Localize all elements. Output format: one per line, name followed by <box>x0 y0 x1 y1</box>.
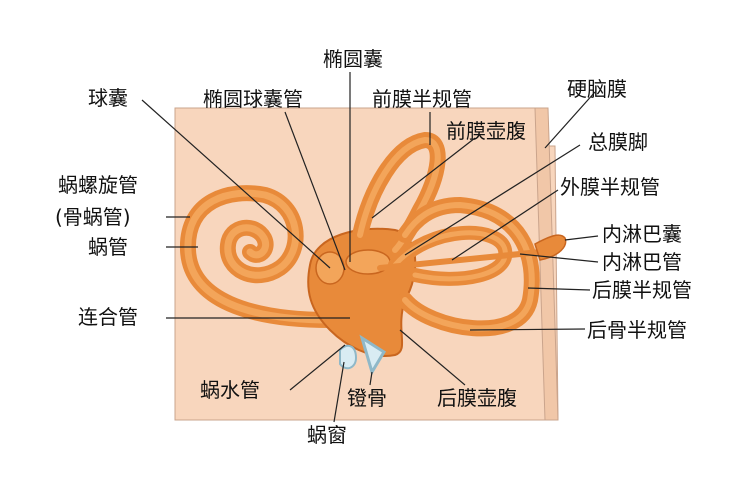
leader-houmobanguiguan <box>527 287 591 291</box>
label-woguan: 蜗管 <box>88 235 128 259</box>
leader-lines <box>141 72 599 423</box>
label-guwoguan: (骨蜗管) <box>55 205 131 229</box>
leader-waimobanguiguan <box>451 189 559 261</box>
label-houguanbanguiguan: 后骨半规管 <box>587 318 687 342</box>
label-neilinbanang: 内淋巴囊 <box>602 222 682 246</box>
dura-mater-strip <box>534 107 559 421</box>
label-qiunang: 球囊 <box>88 86 128 110</box>
label-houmobanguiguan: 后膜半规管 <box>592 278 692 302</box>
label-denggu: 镫骨 <box>347 386 387 410</box>
leader-qiunang <box>141 99 331 269</box>
label-qianmobanguiguan: 前膜半规管 <box>372 87 472 111</box>
lateral-membranous-canal <box>392 230 508 282</box>
label-tuoyuanqiunangguan: 椭圆球囊管 <box>203 87 303 111</box>
leader-neilinbaguan <box>519 253 599 263</box>
leader-neilinbanang <box>564 235 599 241</box>
leader-tuoyuanqiunangguan <box>284 111 346 271</box>
label-tuoyuannang: 椭圆囊 <box>323 47 383 71</box>
posterior-membranous-canal <box>402 201 535 332</box>
leader-houguanbanguiguan <box>469 328 586 331</box>
label-yingnaomo: 硬脑膜 <box>567 77 627 101</box>
label-lianheguan: 连合管 <box>78 305 138 329</box>
stapes-shape <box>359 334 387 376</box>
label-neilinbaguan: 内淋巴管 <box>602 250 682 274</box>
label-zongmojiao: 总膜脚 <box>588 130 648 154</box>
leader-yingnaomo <box>544 91 596 149</box>
leader-woshuiguan <box>289 344 346 391</box>
leader-zongmojiao <box>404 144 581 256</box>
label-wochuang: 蜗窗 <box>307 423 347 447</box>
label-waimobanguiguan: 外膜半规管 <box>560 175 660 199</box>
label-woshuiguan: 蜗水管 <box>200 378 260 402</box>
endolymphatic-duct <box>377 249 543 271</box>
cochlear-window-shape <box>339 344 358 370</box>
leader-wochuang <box>333 361 345 423</box>
leader-houmohufu <box>399 329 466 386</box>
label-qianmohufu: 前膜壶腹 <box>446 119 526 143</box>
label-woluoxuanguan: 蜗螺旋管 <box>58 173 138 197</box>
leader-qianmohufu <box>371 137 476 219</box>
label-houmohufu: 后膜壶腹 <box>437 386 517 410</box>
leader-denggu <box>369 371 373 386</box>
